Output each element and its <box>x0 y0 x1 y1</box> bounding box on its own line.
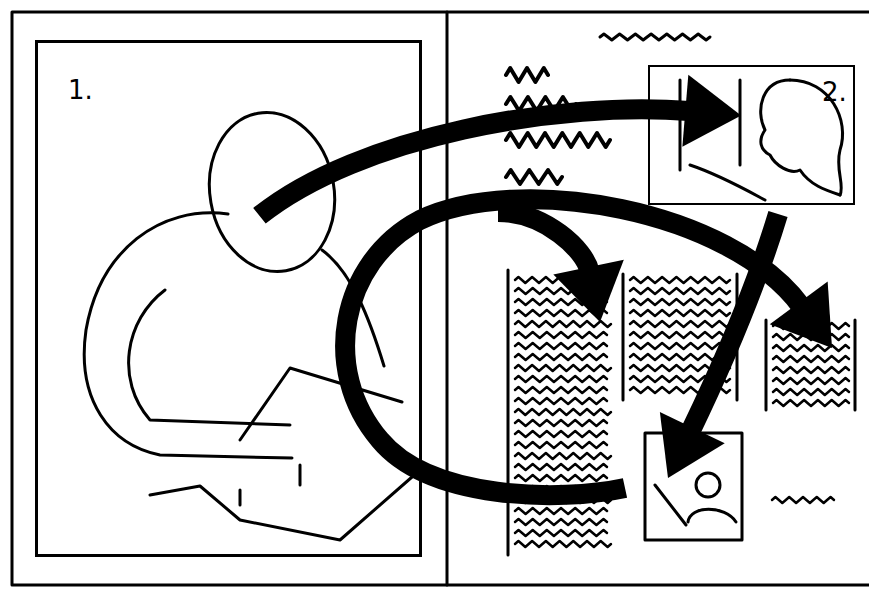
text-squiggle <box>772 497 834 503</box>
text-squiggle <box>515 519 607 525</box>
text-squiggle <box>773 389 849 395</box>
window-lines <box>680 80 765 200</box>
text-squiggle <box>515 365 611 371</box>
text-squiggle <box>630 321 730 327</box>
picture-panel: 1. <box>35 40 422 557</box>
text-squiggle <box>630 332 730 338</box>
text-squiggle <box>515 464 607 470</box>
text-squiggle <box>773 323 849 329</box>
text-squiggle <box>506 133 610 147</box>
text-squiggle <box>630 354 730 360</box>
text-squiggle <box>515 442 607 448</box>
text-squiggle <box>515 398 607 404</box>
portrait-head <box>696 473 720 497</box>
reading-arrow-head <box>553 260 623 322</box>
text-squiggle <box>515 541 611 547</box>
reading-arrow <box>498 212 589 271</box>
text-squiggle <box>515 530 607 536</box>
text-squiggle <box>515 343 607 349</box>
callout-number: 2. <box>822 79 847 105</box>
text-squiggle <box>515 508 607 514</box>
text-squiggle <box>515 387 607 393</box>
callout-number: 1. <box>68 77 93 103</box>
text-squiggle <box>515 486 607 492</box>
text-squiggle <box>630 387 730 393</box>
text-squiggle <box>773 378 849 384</box>
paper-fold <box>240 465 300 505</box>
reading-arrow <box>345 199 801 495</box>
text-squiggle <box>515 497 611 503</box>
text-squiggle <box>515 409 611 415</box>
text-squiggle <box>515 475 607 481</box>
reading-arrow-head <box>770 282 832 348</box>
eye-path-shaft <box>259 109 689 216</box>
text-squiggle <box>515 420 607 426</box>
eye-path-arrow <box>259 75 741 216</box>
text-squiggle <box>773 400 849 406</box>
text-squiggle <box>515 277 611 283</box>
text-squiggle <box>630 365 730 371</box>
text-squiggles <box>506 34 849 547</box>
text-squiggle <box>515 431 607 437</box>
text-squiggle <box>773 345 849 351</box>
text-squiggle <box>630 299 730 305</box>
text-squiggle <box>630 376 730 382</box>
portrait-body <box>655 485 736 525</box>
text-squiggle <box>515 332 607 338</box>
picture-box: 2. <box>648 65 855 205</box>
text-squiggle <box>506 170 562 184</box>
text-squiggle <box>515 376 607 382</box>
person-head <box>197 102 347 281</box>
person-shoulder <box>322 250 384 366</box>
column-rules <box>508 270 855 555</box>
text-squiggle <box>515 299 607 305</box>
text-squiggle <box>515 354 607 360</box>
text-squiggle <box>630 288 730 294</box>
paper-sheet <box>150 470 420 540</box>
text-squiggle <box>630 343 730 349</box>
reading-arrow <box>691 214 778 431</box>
reading-path-arrows <box>345 199 832 495</box>
text-squiggle <box>630 310 730 316</box>
reading-arrow-head <box>660 412 725 478</box>
text-squiggle <box>515 453 611 459</box>
person-hand <box>240 368 402 440</box>
text-squiggle <box>630 277 730 283</box>
text-squiggle <box>773 334 849 340</box>
small-picture <box>645 433 742 540</box>
text-squiggle <box>515 310 607 316</box>
text-squiggle <box>506 97 576 111</box>
eye-path-shaft-head <box>682 75 741 147</box>
page-frame <box>12 12 869 585</box>
text-squiggle <box>773 367 849 373</box>
text-squiggle <box>515 321 611 327</box>
text-squiggle <box>773 356 849 362</box>
text-squiggle <box>515 288 607 294</box>
text-squiggle <box>506 68 548 82</box>
text-squiggle <box>600 34 710 40</box>
page-gutter <box>446 12 449 585</box>
person-back <box>84 213 292 458</box>
